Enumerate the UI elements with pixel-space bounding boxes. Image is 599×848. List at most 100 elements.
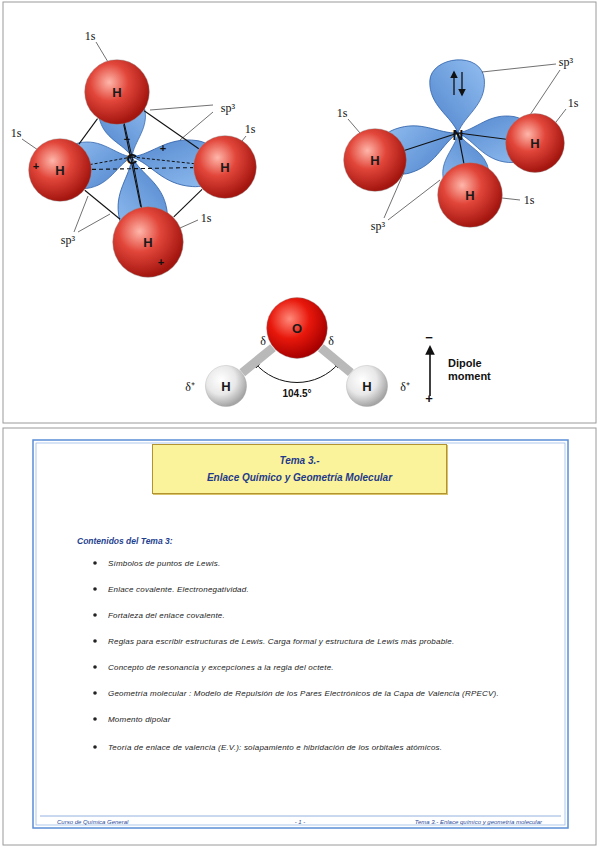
dipole-sign: − [425,330,433,345]
page-number: - 1 - [295,819,306,825]
footer-text: Tema 3.- Enlace químico y geometría mole… [415,819,542,825]
leader-line [556,109,566,122]
leader-line [96,42,108,62]
hybrid-label: sp³ [559,55,573,70]
tetrahedron-edge [124,124,141,206]
leader-line [502,198,520,200]
node-text: H [362,379,371,394]
leader-line [482,64,556,72]
leader-line [22,139,38,150]
dipole-label: Dipole moment [448,357,500,383]
bullet-dot [93,691,97,695]
hydrogen-atom: H [437,162,503,228]
hydrogen-atom: H [346,365,388,407]
angle-arc [255,363,339,382]
orbital-label: 1s [201,211,212,226]
partial-charge: δ⁺ [400,378,410,395]
slide-frame [36,443,565,825]
bullet-item: Teoría de enlace de valencia (E.V.): sol… [108,743,558,752]
node-text: H [370,153,379,168]
phase-sign: + [160,142,166,154]
partial-charge: δ [260,334,266,349]
orbital-label: 1s [337,106,348,121]
leader-line [74,196,88,232]
dipole-arrow [429,347,431,396]
bullet-item: Geometría molecular : Modelo de Repulsió… [108,689,558,698]
bullet-item: Momento dipolar [108,715,558,724]
electron-spin-arrow [453,72,454,95]
bullet-dot [93,717,97,721]
dipole-sign: + [425,391,433,406]
bullet-item: Enlace covalente. Electronegatividad. [108,585,558,594]
hydrogen-atom: H [112,206,184,278]
hybrid-label: sp³ [221,101,235,116]
leader-line [348,119,360,133]
bullet-item: Símbolos de puntos de Lewis. [108,559,558,568]
hybrid-label: sp³ [61,233,75,248]
panel-border [3,428,596,845]
sphere-fill [346,365,387,406]
hydrogen-atom: H [205,365,247,407]
bullet-dot [93,587,97,591]
slide-frame [33,440,568,828]
leader-line [180,220,198,228]
tetrahedron-edge [144,111,199,149]
partial-charge: δ⁺ [185,378,195,395]
node-text: H [143,235,152,250]
leader-line [78,214,110,232]
orbital-label: 1s [568,96,579,111]
orbital-label: 1s [85,29,96,44]
hybrid-label: sp³ [371,219,385,234]
bond-stick [321,348,351,373]
leader-line [388,180,440,220]
atom-symbol: N [453,126,464,143]
sphere-fill [194,136,257,199]
leader-line [528,70,560,118]
sphere-fill [344,129,407,192]
sphere-fill [113,207,184,278]
bond-angle: 104.5° [282,388,311,399]
tetrahedron-edge [92,168,193,170]
title-box: Tema 3.-Enlace Químico y Geometría Molec… [152,444,447,494]
bullet-dot [93,561,97,565]
bullet-dot [93,639,97,643]
hydrogen-atom: H [84,59,150,125]
orbital-label: 1s [245,122,256,137]
sphere-fill [29,139,92,202]
phase-sign: + [33,160,39,172]
tetrahedron-edge [79,119,98,145]
footer-rule [40,816,561,817]
node-text: H [220,160,229,175]
phase-sign: + [158,256,164,268]
sphere-fill [205,365,246,406]
phase-sign: − [124,133,130,145]
leader-line [150,105,213,110]
node-text: O [292,321,302,336]
node-text: H [530,136,539,151]
panel-border [3,2,596,423]
node-text: H [55,163,64,178]
bullet-item: Fortaleza del enlace covalente. [108,611,558,620]
bullet-item: Reglas para escribir estructuras de Lewi… [108,637,558,646]
section-heading: Contenidos del Tema 3: [77,536,173,546]
partial-charge: δ [328,334,334,349]
sphere-fill [438,163,503,228]
sphere-fill [506,114,565,173]
hydrogen-atom: H [193,135,257,199]
node-text: H [221,379,230,394]
atom-symbol: C [127,150,138,167]
electron-spin-arrow [461,72,462,95]
orbital-label: 1s [11,126,22,141]
bullet-dot [93,665,97,669]
node-text: H [112,85,121,100]
hydrogen-atom: H [343,128,407,192]
leader-line [180,112,213,140]
bond-stick [242,348,273,373]
tetrahedron-edge [85,190,120,219]
tetrahedron-edge [174,189,202,217]
bullet-item: Concepto de resonancia y excepciones a l… [108,663,558,672]
hydrogen-atom: H [505,113,565,173]
